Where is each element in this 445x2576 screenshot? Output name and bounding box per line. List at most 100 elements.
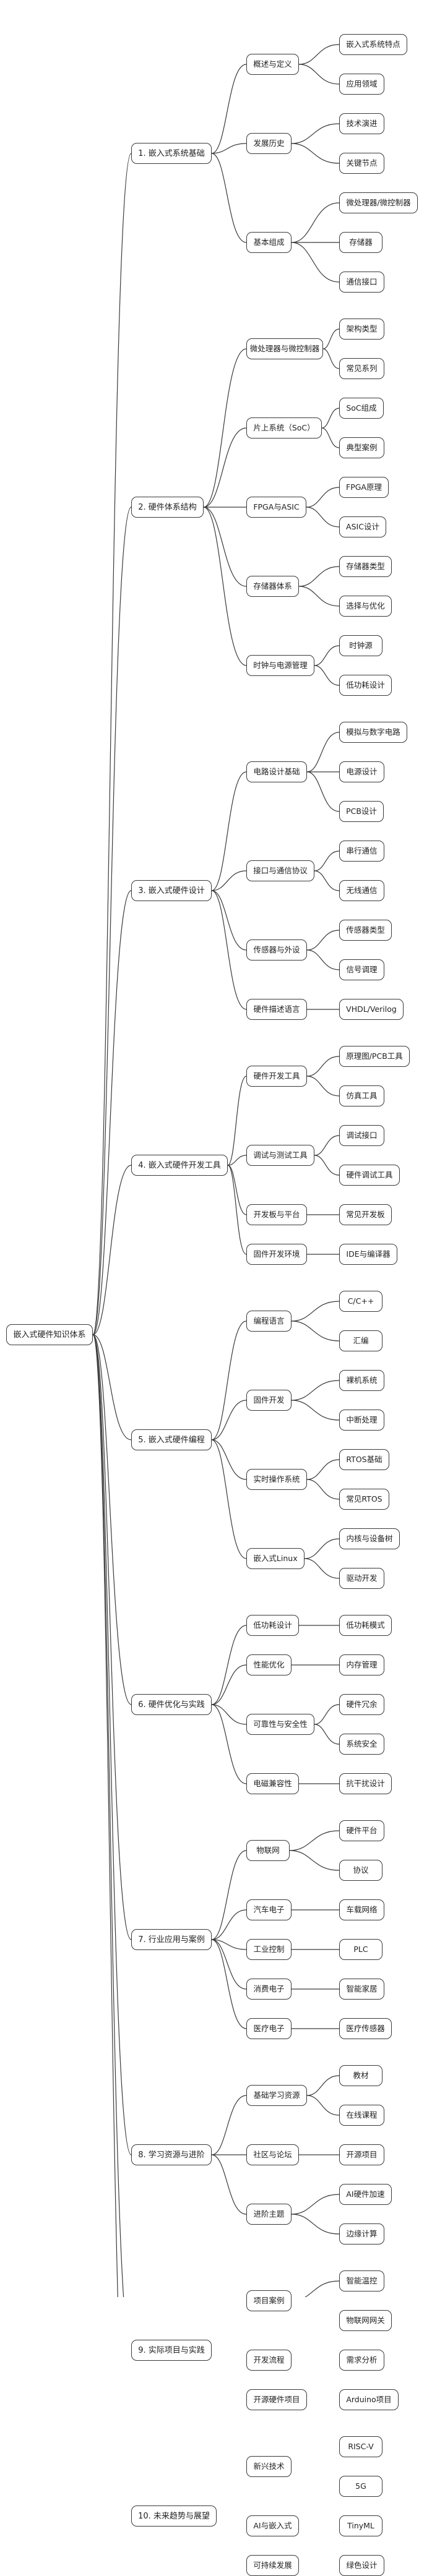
leaf-node: 低功耗设计 — [339, 675, 392, 696]
topic-node: 开源硬件项目 — [246, 2389, 307, 2410]
connector — [211, 1704, 247, 1784]
connector — [92, 1334, 132, 1705]
connector — [321, 408, 340, 429]
connector — [211, 870, 247, 891]
connector — [211, 1704, 247, 1725]
leaf-node: 智能温控 — [339, 2270, 384, 2291]
connector — [92, 1334, 132, 2155]
topic-node: 时钟与电源管理 — [246, 655, 314, 676]
connector — [291, 1301, 340, 1322]
connector — [314, 665, 340, 686]
topic-node: 可靠性与安全性 — [246, 1714, 314, 1735]
connector — [321, 427, 340, 448]
topic-node: 片上系统（SoC） — [246, 417, 322, 439]
connector — [289, 1850, 340, 1871]
branch-node: 5. 嵌入式硬件编程 — [131, 1429, 212, 1450]
connector — [92, 153, 132, 1335]
connector — [92, 1334, 132, 1440]
leaf-node: 绿色设计 — [339, 2555, 384, 2576]
leaf-node: 电源设计 — [339, 761, 384, 782]
connector — [314, 645, 340, 666]
topic-node: 性能优化 — [246, 1654, 292, 1675]
connector — [314, 1155, 340, 1176]
topic-node: 传感器与外设 — [246, 939, 307, 961]
leaf-node: 无线通信 — [339, 880, 384, 901]
connector — [203, 348, 247, 508]
leaf-node: 仿真工具 — [339, 1085, 384, 1106]
leaf-node: 开源项目 — [339, 2144, 384, 2165]
connector — [203, 507, 247, 587]
connector — [92, 890, 132, 1335]
connector — [298, 566, 340, 587]
topic-node: 新兴技术 — [246, 2456, 292, 2477]
topic-node: 硬件开发工具 — [246, 1066, 307, 1087]
connector — [227, 1165, 247, 1215]
connector — [211, 771, 247, 891]
leaf-node: 关键节点 — [339, 153, 384, 174]
connector — [227, 1165, 247, 1255]
connector — [306, 2075, 340, 2096]
leaf-node: 驱动开发 — [339, 1568, 384, 1589]
leaf-node: 硬件平台 — [339, 1820, 384, 1841]
connector — [314, 870, 340, 891]
leaf-node: 系统安全 — [339, 1734, 384, 1755]
connector — [305, 2280, 340, 2297]
leaf-node: 典型案例 — [339, 437, 384, 458]
leaf-node: 存储器 — [339, 232, 382, 253]
connector — [211, 1850, 247, 1940]
branch-node: 3. 嵌入式硬件设计 — [131, 880, 212, 901]
connector — [92, 1334, 132, 1940]
leaf-node: 时钟源 — [339, 635, 382, 656]
connector — [298, 64, 340, 85]
connector — [306, 2095, 340, 2116]
branch-node: 10. 未来趋势与展望 — [131, 2505, 217, 2527]
leaf-node: 调试接口 — [339, 1125, 384, 1146]
topic-node: 编程语言 — [246, 1311, 292, 1332]
branch-node: 1. 嵌入式系统基础 — [131, 143, 212, 164]
connector — [304, 1538, 340, 1559]
root-node: 嵌入式硬件知识体系 — [6, 1324, 93, 1345]
leaf-node: 协议 — [339, 1860, 382, 1881]
connector — [227, 1076, 247, 1166]
connector — [211, 1664, 247, 1705]
mind-map: 嵌入式系统特点应用领域概述与定义技术演进关键节点发展历史微处理器/微控制器存储器… — [6, 34, 418, 2576]
topic-node: 概述与定义 — [246, 54, 299, 75]
connector — [211, 1439, 247, 1559]
leaf-node: 车载网络 — [339, 1899, 384, 1920]
leaf-node: Arduino项目 — [339, 2389, 399, 2410]
connector — [289, 1830, 340, 1851]
leaf-node: 应用领域 — [339, 74, 384, 95]
connector — [291, 2194, 340, 2215]
connector — [306, 949, 340, 970]
leaf-node: 5G — [339, 2476, 382, 2497]
connector — [322, 348, 340, 369]
topic-node: 固件开发环境 — [246, 1244, 307, 1265]
topic-node: 开发流程 — [246, 2350, 292, 2371]
topic-node: 接口与通信协议 — [246, 860, 314, 881]
leaf-node: C/C++ — [339, 1291, 382, 1312]
leaf-node: TinyML — [339, 2515, 382, 2536]
topic-node: 微处理器与微控制器 — [246, 338, 323, 359]
connector — [211, 1939, 247, 1950]
connector — [304, 1558, 340, 1579]
connector — [298, 44, 340, 65]
connector — [211, 1439, 247, 1480]
connector — [306, 487, 340, 508]
connector — [211, 153, 247, 243]
branch-node: 2. 硬件体系结构 — [131, 497, 204, 518]
connector — [314, 1135, 340, 1156]
topic-node: 硬件描述语言 — [246, 999, 307, 1020]
topic-node: AI与嵌入式 — [246, 2515, 299, 2536]
leaf-node: 串行通信 — [339, 841, 384, 862]
connector — [306, 1076, 340, 1097]
topic-node: 工业控制 — [246, 1939, 292, 1960]
connector — [306, 771, 340, 812]
leaf-node: 微处理器/微控制器 — [339, 192, 418, 213]
connector — [203, 507, 247, 666]
leaf-node: AI硬件加速 — [339, 2184, 392, 2205]
branch-node: 9. 实际项目与实践 — [131, 2340, 212, 2361]
topic-node: 发展历史 — [246, 133, 292, 154]
topic-node: 实时操作系统 — [246, 1469, 307, 1490]
leaf-node: 汇编 — [339, 1330, 382, 1351]
topic-node: 项目案例 — [246, 2290, 292, 2311]
